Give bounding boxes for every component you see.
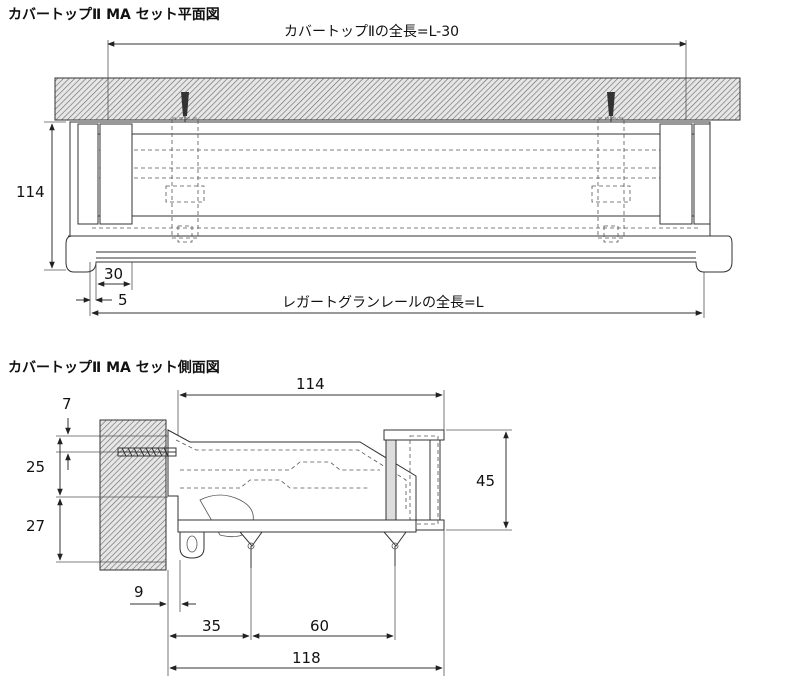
side-view <box>56 390 512 676</box>
side-wall-hatch <box>99 419 167 571</box>
side-view-title: カバートップⅡ MA セット側面図 <box>8 360 220 376</box>
label-side-118: 118 <box>292 649 321 667</box>
side-cover-top <box>383 429 445 441</box>
plan-bracket-right <box>591 92 631 243</box>
side-screw <box>117 447 177 457</box>
label-plan-top-length: カバートップⅡの全長=L-30 <box>284 24 460 40</box>
side-housing <box>167 429 417 521</box>
side-hook-left <box>238 531 263 568</box>
label-side-114: 114 <box>296 375 325 393</box>
label-side-45: 45 <box>476 472 496 490</box>
label-plan-30: 30 <box>104 265 124 283</box>
side-hook-right <box>382 531 407 566</box>
plan-view-title: カバートップⅡ MA セット平面図 <box>8 7 220 23</box>
label-side-60: 60 <box>310 617 330 635</box>
plan-bracket-left <box>165 92 205 243</box>
plan-bottom-rail <box>65 235 733 273</box>
right-end-cap <box>693 123 711 225</box>
left-end-cap <box>77 123 99 225</box>
label-side-9: 9 <box>134 583 144 601</box>
plan-cover-body <box>69 121 711 241</box>
label-side-7: 7 <box>62 395 72 413</box>
label-side-35: 35 <box>202 617 222 635</box>
label-plan-bottom-length: レガートグランレールの全長=L <box>282 295 484 311</box>
plan-view <box>44 40 741 318</box>
label-plan-114: 114 <box>16 183 45 201</box>
label-side-27: 27 <box>26 517 46 535</box>
side-rail <box>177 519 417 533</box>
label-plan-5: 5 <box>118 291 128 309</box>
plan-ceiling-hatch <box>54 77 741 121</box>
label-side-25: 25 <box>26 458 46 476</box>
